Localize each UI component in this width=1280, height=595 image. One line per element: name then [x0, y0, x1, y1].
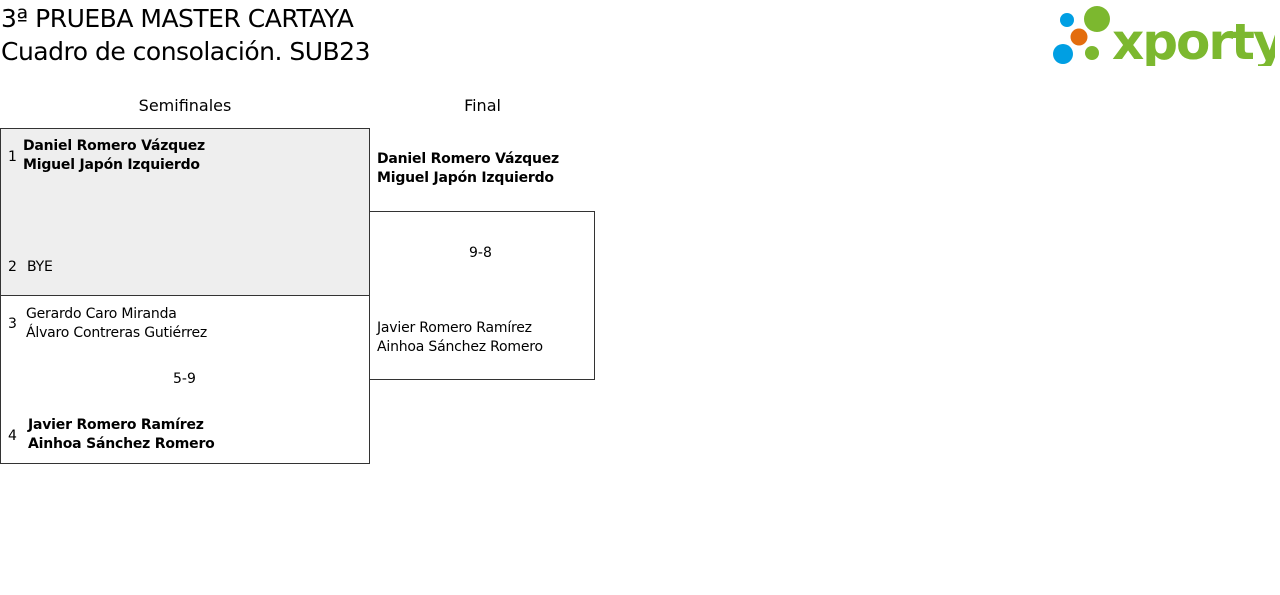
seed-number: 1: [8, 149, 17, 165]
team-name: Gerardo Caro Miranda Álvaro Contreras Gu…: [26, 305, 207, 343]
player-name: Daniel Romero Vázquez: [377, 151, 559, 167]
player-name: Javier Romero Ramírez: [377, 320, 532, 336]
draw-title: Cuadro de consolación. SUB23: [1, 37, 370, 66]
team-name: BYE: [27, 259, 53, 275]
player-name: Álvaro Contreras Gutiérrez: [26, 325, 208, 341]
svg-text:xporty: xporty: [1112, 13, 1275, 66]
xporty-logo: xporty: [1053, 6, 1275, 66]
player-name: Javier Romero Ramírez: [28, 417, 204, 433]
player-name: Ainhoa Sánchez Romero: [28, 436, 215, 452]
player-name: Ainhoa Sánchez Romero: [377, 339, 543, 355]
round-semifinales: Semifinales: [138, 96, 232, 115]
match-semifinal-2[interactable]: 3 Gerardo Caro Miranda Álvaro Contreras …: [0, 295, 370, 464]
round-final: Final: [464, 96, 501, 115]
player-name: Daniel Romero Vázquez: [23, 138, 205, 154]
page-title: 3ª PRUEBA MASTER CARTAYA Cuadro de conso…: [1, 2, 370, 68]
team-name: Daniel Romero Vázquez Miguel Japón Izqui…: [23, 137, 205, 175]
seed-number: 3: [8, 316, 17, 332]
seed-number: 4: [8, 428, 17, 444]
player-name: Miguel Japón Izquierdo: [377, 170, 554, 186]
match-score: 5-9: [173, 371, 196, 387]
tournament-title: 3ª PRUEBA MASTER CARTAYA: [1, 4, 354, 33]
team-name: Javier Romero Ramírez Ainhoa Sánchez Rom…: [28, 416, 215, 454]
match-semifinal-1[interactable]: 1 Daniel Romero Vázquez Miguel Japón Izq…: [0, 128, 370, 296]
final-team-b: Javier Romero Ramírez Ainhoa Sánchez Rom…: [377, 319, 543, 357]
match-score: 9-8: [469, 245, 492, 261]
match-final[interactable]: 9-8 Javier Romero Ramírez Ainhoa Sánchez…: [369, 211, 595, 380]
seed-number: 2: [8, 259, 17, 275]
player-name: Miguel Japón Izquierdo: [23, 157, 200, 173]
final-team-a: Daniel Romero Vázquez Miguel Japón Izqui…: [377, 150, 559, 188]
player-name: Gerardo Caro Miranda: [26, 306, 177, 322]
